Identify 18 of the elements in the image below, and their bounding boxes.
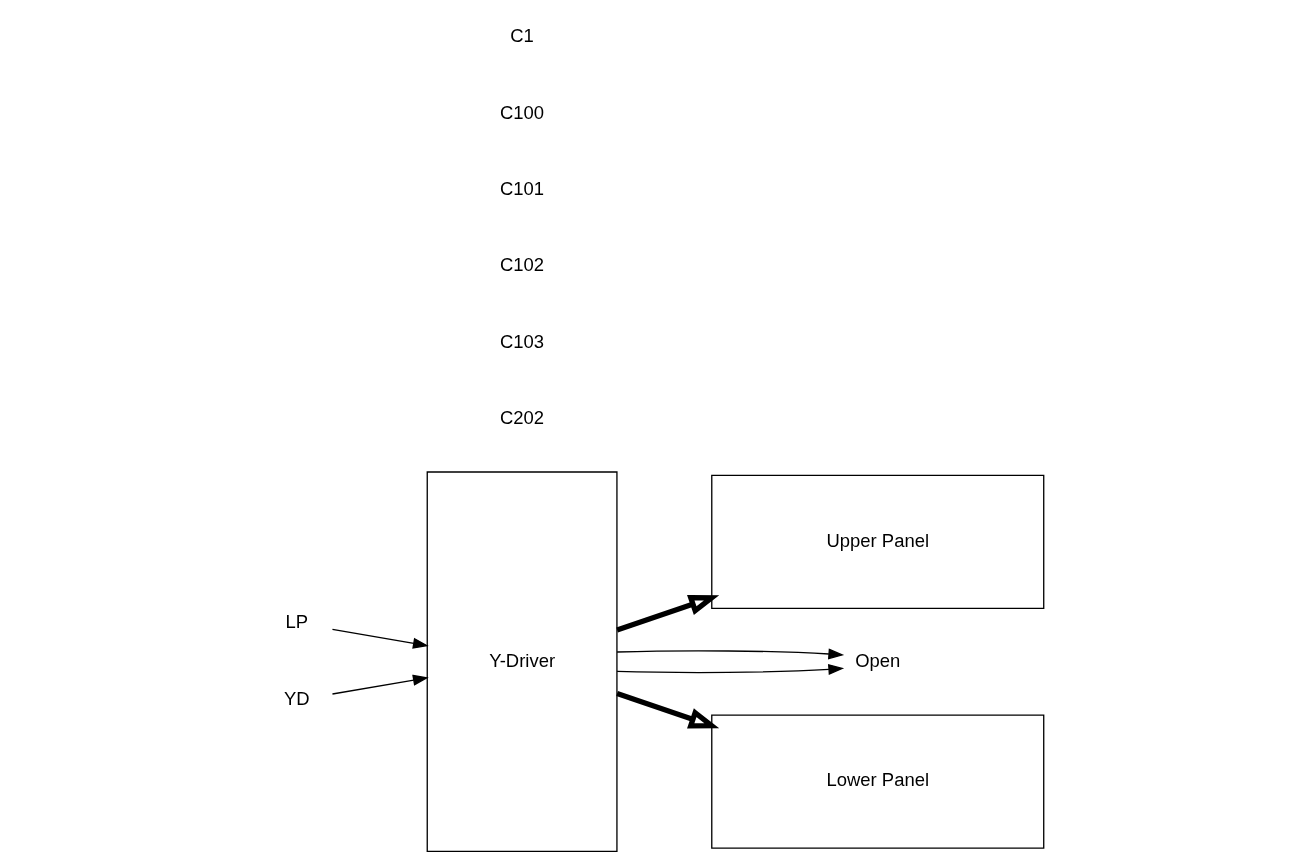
label: C103: [500, 330, 545, 352]
label: C101: [500, 178, 545, 199]
arrow: [616, 648, 845, 660]
node-box: Upper Panel: [711, 474, 1045, 609]
node-text: Open: [855, 649, 901, 671]
label: C1: [510, 25, 534, 47]
node-text: YD: [284, 687, 310, 709]
node-box: Lower Panel: [711, 714, 1045, 849]
node-text: LP: [285, 611, 309, 633]
arrow: [616, 663, 845, 675]
arrow: [616, 691, 720, 729]
arrow: [616, 594, 720, 633]
label: C100: [500, 101, 545, 123]
label: C102: [500, 254, 545, 276]
arrow: [331, 628, 429, 649]
arrow: [331, 674, 429, 695]
label: C202: [500, 407, 545, 429]
node-box: Y-Driver: [426, 471, 618, 853]
